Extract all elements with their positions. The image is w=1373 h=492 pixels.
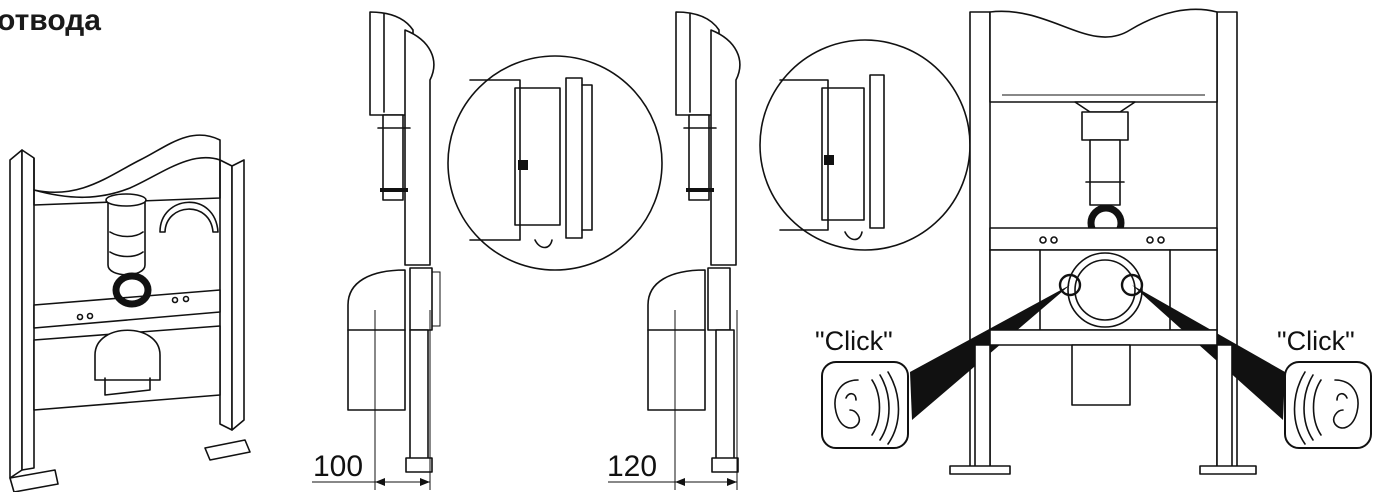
front-view-figure (910, 8, 1285, 475)
section-title: отвода (0, 4, 101, 37)
dimension-100-label: 100 (313, 450, 363, 483)
iso-frame-figure (9, 134, 251, 492)
side-view-120: 120 (607, 11, 971, 490)
dimension-120-label: 120 (607, 450, 657, 483)
click-label-left: "Click" (815, 326, 893, 356)
ear-icon (1284, 361, 1372, 449)
sound-wave-icon (1293, 371, 1322, 445)
ear-icon (821, 361, 909, 449)
click-label-right: "Click" (1277, 326, 1355, 356)
sound-wave-icon (871, 371, 900, 445)
side-view-100: 100 (312, 11, 663, 490)
